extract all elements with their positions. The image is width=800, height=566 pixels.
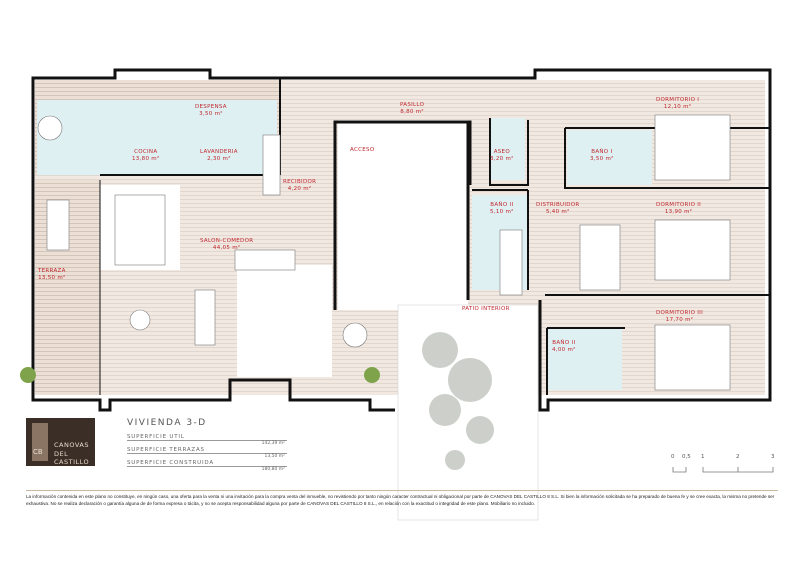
room-name: DISTRIBUIDOR bbox=[536, 202, 580, 208]
room-area: 3,50 m² bbox=[590, 155, 614, 162]
room-area: 8,80 m² bbox=[400, 108, 424, 115]
room-area: 3,20 m² bbox=[490, 155, 514, 162]
room-area: 2,30 m² bbox=[207, 155, 231, 162]
scale-bar bbox=[672, 467, 774, 473]
room-area: 5,10 m² bbox=[490, 208, 514, 215]
room-name: DORMITORIO I bbox=[656, 97, 700, 103]
scale-tick-label: 2 bbox=[736, 454, 740, 460]
room-name: BAÑO II bbox=[490, 202, 514, 208]
bano2b-floor bbox=[547, 328, 622, 390]
aseo-floor bbox=[490, 118, 525, 180]
room-area: 13,80 m² bbox=[132, 155, 160, 162]
stair-core bbox=[338, 120, 468, 310]
room-name: PASILLO bbox=[400, 102, 425, 108]
logo-line1: CANOVAS bbox=[54, 441, 89, 449]
rug bbox=[237, 265, 332, 377]
room-name: SALON-COMEDOR bbox=[200, 238, 254, 244]
room-name: DORMITORIO III bbox=[656, 310, 704, 316]
room-name: DORMITORIO II bbox=[656, 202, 702, 208]
scale-tick-label: 0,5 bbox=[682, 454, 691, 460]
bano1-floor bbox=[567, 130, 652, 185]
legal-disclaimer: La información contenida en este plano n… bbox=[26, 494, 775, 506]
room-area: 17,70 m² bbox=[665, 316, 694, 323]
surface-label: SUPERFICIE TERRAZAS bbox=[127, 447, 287, 454]
plant-icon bbox=[20, 367, 380, 383]
furniture bbox=[37, 114, 731, 391]
surface-value: 180,80 m² bbox=[261, 467, 285, 472]
kitchen-floor bbox=[37, 100, 277, 175]
scale-tick-label: 1 bbox=[701, 454, 705, 460]
room-name: BAÑO II bbox=[552, 340, 576, 346]
label-patio-interior: PATIO INTERIOR bbox=[462, 306, 510, 313]
room-name: COCINA bbox=[134, 149, 158, 155]
room-name: TERRAZA bbox=[38, 268, 66, 274]
surface-value: 142,39 m² bbox=[261, 441, 285, 446]
room-name: ASEO bbox=[493, 149, 510, 155]
logo-initials: CB bbox=[33, 448, 43, 456]
room-name: ACCESO bbox=[350, 147, 375, 153]
room-name: BAÑO I bbox=[591, 149, 613, 155]
room-name: DESPENSA bbox=[195, 104, 227, 110]
room-area: 5,40 m² bbox=[545, 208, 570, 215]
logo-line2: DEL CASTILLO bbox=[54, 450, 90, 466]
scale-tick-label: 3 bbox=[771, 454, 775, 460]
unit-title: VIVIENDA 3-D bbox=[127, 418, 207, 428]
walls bbox=[31, 68, 772, 412]
room-name: RECIBIDOR bbox=[283, 179, 317, 185]
room-area: 12,10 m² bbox=[663, 103, 692, 110]
surface-label: SUPERFICIE UTIL bbox=[127, 434, 287, 441]
company-logo: CB CANOVAS DEL CASTILLO bbox=[26, 418, 95, 466]
tree-icon bbox=[422, 332, 494, 470]
patio-interior bbox=[397, 304, 539, 521]
room-area: 4,20 m² bbox=[287, 185, 312, 192]
room-area: 4,00 m² bbox=[552, 346, 576, 353]
divider bbox=[26, 490, 778, 491]
room-area: 44,05 m² bbox=[212, 244, 241, 251]
surface-label: SUPERFICIE CONSTRUIDA bbox=[127, 460, 287, 467]
room-area: 13,50 m² bbox=[38, 274, 66, 281]
surface-value: 13,50 m² bbox=[264, 454, 285, 459]
room-name: PATIO INTERIOR bbox=[462, 306, 510, 312]
room-name: LAVANDERIA bbox=[200, 149, 238, 155]
label-acceso: ACCESO bbox=[350, 147, 374, 154]
scale-tick-label: 0 bbox=[671, 454, 675, 460]
room-area: 13,90 m² bbox=[664, 208, 693, 215]
room-area: 3,50 m² bbox=[199, 110, 223, 117]
